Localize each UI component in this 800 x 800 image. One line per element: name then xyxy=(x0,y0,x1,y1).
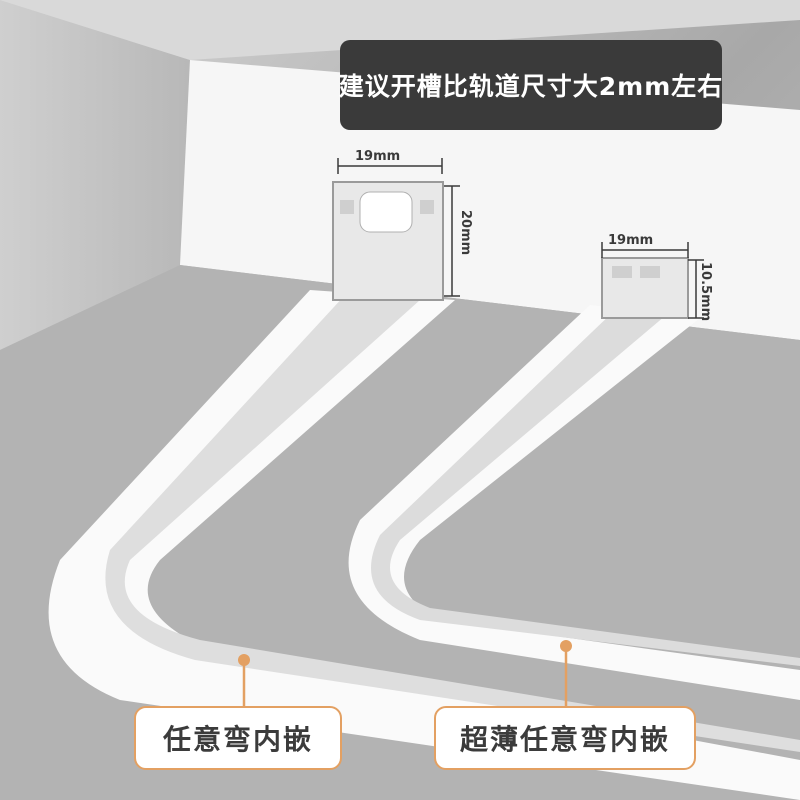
feature-label-any-bend: 任意弯内嵌 xyxy=(134,706,342,770)
large-track-channel xyxy=(105,295,800,752)
large-height-label: 20mm xyxy=(458,210,473,255)
small-track-channel xyxy=(371,310,800,666)
large-height-dimension xyxy=(444,185,460,297)
ceiling-top-left xyxy=(0,0,800,60)
ceiling-side-face xyxy=(0,0,190,350)
left-callout-pointer xyxy=(238,654,250,706)
large-width-label: 19mm xyxy=(355,149,400,164)
feature-label-ultrathin-any-bend: 超薄任意弯内嵌 xyxy=(434,706,696,770)
small-height-dimension xyxy=(688,259,704,319)
small-height-label: 10.5mm xyxy=(698,262,713,321)
large-width-dimension xyxy=(337,158,443,174)
right-callout-pointer xyxy=(560,640,572,706)
small-track-profile xyxy=(601,257,689,319)
small-width-label: 19mm xyxy=(608,233,653,248)
small-width-dimension xyxy=(601,242,689,258)
large-track-profile xyxy=(332,181,444,301)
slot-advice-banner: 建议开槽比轨道尺寸大2mm左右 xyxy=(339,40,722,130)
